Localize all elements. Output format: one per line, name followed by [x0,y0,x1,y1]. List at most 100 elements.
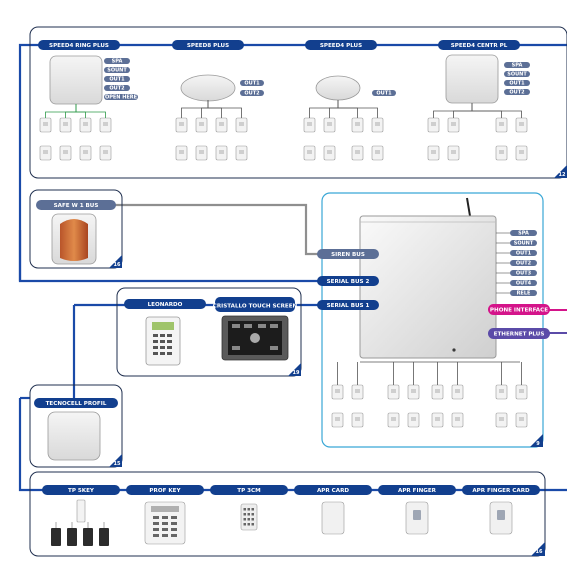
detector-icon [451,384,464,400]
reader-pill[interactable]: TP 3CM [210,485,288,495]
module-pill[interactable]: SPEED4 RING PLUS [38,40,120,50]
svg-text:OPEN HERE: OPEN HERE [105,95,138,101]
keypad-label: CRISTALLO TOUCH SCREEN [213,304,298,310]
reader-list: TP 5KEY PROF KEY TP 3CM APR CARD APR FINGER A… [42,485,540,546]
svg-text:OUT1: OUT1 [109,77,125,83]
detector-icon [79,117,92,133]
module-enclosure [315,75,361,101]
reader-label: APR CARD [317,488,349,494]
reader-pill[interactable]: APR FINGER CARD [462,485,540,495]
interface-label: PHONE INTERFACE [490,308,548,314]
wire [181,100,209,118]
page-ref-number: 16 [536,549,543,555]
gsm-device [47,411,101,461]
interface-pill[interactable]: PHONE INTERFACE [488,304,550,315]
output-pill: SPA [104,58,130,65]
detector-icon [387,384,400,400]
svg-text:SPA: SPA [518,231,529,237]
detector-icon [371,117,384,133]
page-ref-number: 12 [559,172,566,178]
wire [75,104,106,118]
module-label: SPEED8 PLUS [187,43,229,49]
svg-text:SOUNT: SOUNT [514,241,534,247]
reader-pill[interactable]: TP 5KEY [42,485,120,495]
output-pill: SOUNT [104,67,130,74]
keypad-pill[interactable]: LEONARDO [124,299,206,309]
detector-icon [235,117,248,133]
bus-label: SERIAL BUS 2 [327,279,370,285]
control-panel [359,197,497,359]
svg-text:OUT2: OUT2 [509,90,525,96]
svg-text:OUT2: OUT2 [244,91,260,97]
reader-label: APR FINGER CARD [472,488,530,494]
detector-icon [323,145,336,161]
reader-label: APR FINGER [398,488,437,494]
bus-pill[interactable]: SERIAL BUS 1 [317,300,379,310]
bus-pill[interactable]: SERIAL BUS 2 [317,276,379,286]
module-pill[interactable]: SPEED8 PLUS [172,40,244,50]
svg-text:OUT1: OUT1 [244,81,260,87]
detector-icon [431,412,444,428]
svg-text:OUT2: OUT2 [109,86,125,92]
siren-pill[interactable]: SAFE W 1 BUS [36,200,116,210]
reader-device [240,503,258,531]
detector-icon [215,117,228,133]
interface-label: ETHERNET PLUS [494,332,545,338]
expansion-pill[interactable]: TECNOCELL PROFIL [34,398,118,408]
detector-icon [351,412,364,428]
detector-icon [427,145,440,161]
bus-label: SERIAL BUS 1 [327,303,370,309]
module-enclosure [180,74,236,102]
svg-text:SOUNT: SOUNT [507,72,527,78]
svg-text:RELE: RELE [517,291,531,297]
reader-pill[interactable]: APR FINGER [378,485,456,495]
wire [45,104,77,118]
gsm-frame [29,384,123,468]
expansion-label: TECNOCELL PROFIL [46,401,107,407]
detector-icon [515,117,528,133]
siren-bus-link [100,203,326,256]
svg-text:SPA: SPA [112,59,123,65]
detector-icon [303,117,316,133]
output-pill: OUT2 [104,85,130,92]
output-pill: SOUNT [496,240,537,247]
detector-icon [59,117,72,133]
output-pill: SOUNT [504,71,530,78]
detector-icon [515,384,528,400]
page-ref [531,542,545,556]
svg-text:OUT3: OUT3 [516,271,532,277]
svg-text:OUT2: OUT2 [516,261,532,267]
detector-icon [495,384,508,400]
siren-frame [29,189,123,269]
output-pill: OUT1 [240,80,264,87]
wire [337,100,358,118]
output-pill: OUT2 [496,260,537,267]
module-label: SPEED4 PLUS [320,43,362,49]
keypad-pill[interactable]: CRISTALLO TOUCH SCREEN [213,297,298,312]
reader-pill[interactable]: PROF KEY [126,485,204,495]
module-label: SPEED4 CENTR PL [451,43,508,49]
output-pill: SPA [496,230,537,237]
detector-icon [39,145,52,161]
svg-text:SOUNT: SOUNT [107,68,127,74]
wire [433,103,473,118]
detector-icon [323,117,336,133]
reader-pill[interactable]: APR CARD [294,485,372,495]
detector-icon [387,412,400,428]
svg-text:OUT4: OUT4 [516,281,532,287]
page-ref [530,434,543,447]
module-label: SPEED4 RING PLUS [49,43,109,49]
output-pill: OUT1 [504,80,530,87]
bus-pill[interactable]: SIREN BUS [317,249,379,259]
wire [471,103,502,118]
module-pill[interactable]: SPEED4 CENTR PL [438,40,520,50]
wire [201,100,209,118]
detector-icon [515,145,528,161]
interface-pill[interactable]: ETHERNET PLUS [488,328,550,339]
detector-icon [407,412,420,428]
detector-icon [331,384,344,400]
output-pill: SPA [504,62,530,69]
expansion-modules-frame [29,26,567,179]
module-pill[interactable]: SPEED4 PLUS [305,40,377,50]
